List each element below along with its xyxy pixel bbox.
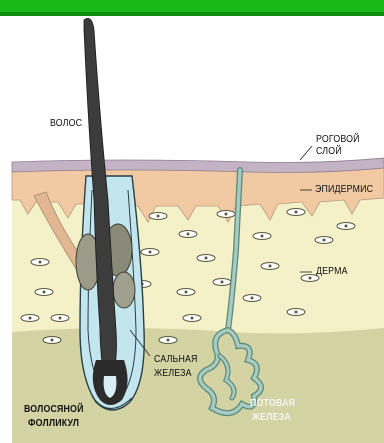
label-stratum-corneum-line2: СЛОЙ [316,146,342,158]
label-hair-follicle-line1: ВОЛОСЯНОЙ [24,404,84,416]
label-dermis: ДЕРМА [316,266,348,278]
label-stratum-corneum-line1: РОГОВОЙ [316,134,360,146]
label-sebaceous-gland-line1: САЛЬНАЯ [154,354,198,366]
label-hair: ВОЛОС [50,118,82,130]
label-sweat-gland-line2: ЖЕЛЕЗА [252,412,291,424]
label-sweat-gland-line1: ПОТОВАЯ [250,398,295,410]
label-epidermis: ЭПИДЕРМИС [315,184,373,196]
label-hair-follicle-line2: ФОЛЛИКУЛ [28,418,79,430]
top-bar [0,0,384,12]
label-sebaceous-gland-line2: ЖЕЛЕЗА [154,368,192,380]
stratum-corneum-layer [12,158,384,173]
